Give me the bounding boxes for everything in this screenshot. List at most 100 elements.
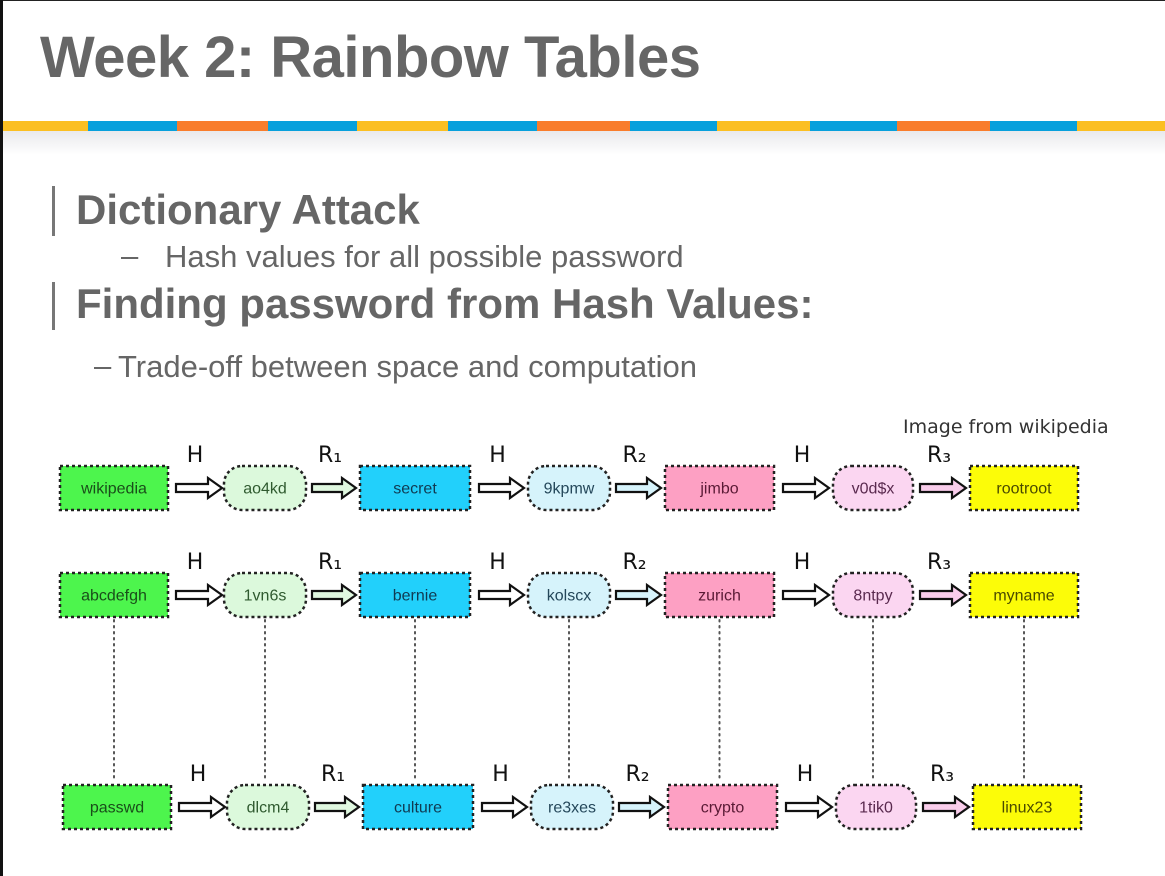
hash-value-label: 9kpmw	[544, 481, 595, 498]
transform-arrow-icon	[310, 475, 358, 501]
chain-row: wikipedia ao4kd secret 9kpmw jimbo v0d$x rootr…	[58, 443, 1080, 512]
password-label: wikipedia	[80, 481, 147, 498]
hash-function-label: H	[187, 443, 204, 468]
transform-arrow-icon	[617, 794, 666, 820]
reduction-function-label: R₁	[318, 550, 342, 575]
password-label: myname	[993, 588, 1054, 605]
stripe-shadow	[3, 131, 1165, 155]
reduction-function-label: R₃	[927, 443, 951, 468]
transform-arrow-icon	[313, 794, 361, 820]
password-node	[968, 464, 1080, 512]
hash-function-label: H	[797, 762, 814, 787]
hash-value-label: 8ntpy	[853, 588, 892, 605]
bullet-marker	[52, 186, 55, 236]
stripe-segment	[630, 121, 717, 131]
sub-bullet-hash-values: Hash values for all possible password	[165, 239, 684, 274]
stripe-segment	[717, 121, 810, 131]
password-node	[971, 783, 1083, 831]
password-label: abcdefgh	[81, 588, 147, 605]
hash-node	[225, 783, 311, 831]
bullet-finding-password: Finding password from Hash Values:	[76, 280, 814, 327]
hash-node	[222, 464, 308, 512]
password-node	[58, 464, 170, 512]
transform-arrow-icon	[784, 794, 834, 820]
sub-bullet-trade-off: Trade-off between space and computation	[118, 349, 698, 384]
password-node	[358, 571, 472, 619]
title-color-stripe	[3, 121, 1165, 131]
password-node	[61, 783, 173, 831]
password-label: bernie	[393, 588, 438, 605]
hash-value-label: v0d$x	[852, 481, 895, 498]
bullet-dictionary-attack: Dictionary Attack	[76, 186, 420, 233]
stripe-segment	[897, 121, 990, 131]
hash-node	[222, 571, 308, 619]
sub-bullet-dash: –	[94, 348, 112, 383]
hash-node	[529, 783, 615, 831]
password-node	[666, 783, 779, 831]
hash-function-label: H	[190, 762, 207, 787]
window-left-border	[0, 0, 3, 876]
transform-arrow-icon	[781, 475, 831, 501]
password-label: secret	[393, 481, 437, 498]
hash-function-label: H	[187, 550, 204, 575]
password-node	[663, 571, 776, 619]
password-node	[358, 464, 472, 512]
bullet-marker	[52, 282, 55, 330]
password-label: linux23	[1002, 800, 1053, 817]
stripe-segment	[1077, 121, 1165, 131]
stripe-segment	[990, 121, 1077, 131]
reduction-function-label: R₂	[625, 762, 649, 787]
hash-value-label: 1tik0	[859, 800, 893, 817]
hash-value-label: kolscx	[547, 588, 591, 605]
transform-arrow-icon	[480, 794, 529, 820]
transform-arrow-icon	[477, 475, 526, 501]
hash-node	[526, 464, 612, 512]
transform-arrow-icon	[921, 794, 971, 820]
transform-arrow-icon	[781, 582, 831, 608]
hash-value-label: ao4kd	[243, 481, 287, 498]
hash-function-label: H	[489, 550, 506, 575]
transform-arrow-icon	[177, 794, 227, 820]
hash-function-label: H	[794, 443, 811, 468]
stripe-segment	[810, 121, 897, 131]
stripe-segment	[448, 121, 537, 131]
stripe-segment	[88, 121, 177, 131]
window-top-border	[0, 0, 1165, 1]
transform-arrow-icon	[614, 475, 663, 501]
password-node	[361, 783, 475, 831]
stripe-segment	[3, 121, 88, 131]
password-label: passwd	[90, 800, 144, 817]
stripe-segment	[537, 121, 630, 131]
transform-arrow-icon	[614, 582, 663, 608]
reduction-function-label: R₃	[927, 550, 951, 575]
hash-function-label: H	[794, 550, 811, 575]
stripe-segment	[357, 121, 448, 131]
hash-value-label: dlcm4	[247, 800, 290, 817]
password-label: zurich	[698, 588, 741, 605]
password-label: rootroot	[996, 481, 1052, 498]
transform-arrow-icon	[310, 582, 358, 608]
reduction-function-label: R₂	[622, 550, 646, 575]
hash-node	[526, 571, 612, 619]
transform-arrow-icon	[918, 582, 968, 608]
reduction-function-label: R₂	[622, 443, 646, 468]
hash-node	[831, 571, 915, 619]
hash-function-label: H	[489, 443, 506, 468]
transform-arrow-icon	[477, 582, 526, 608]
reduction-function-label: R₁	[318, 443, 342, 468]
transform-arrow-icon	[174, 475, 224, 501]
reduction-function-label: R₁	[321, 762, 345, 787]
transform-arrow-icon	[918, 475, 968, 501]
password-node	[968, 571, 1080, 619]
password-label: jimbo	[699, 481, 738, 498]
transform-arrow-icon	[174, 582, 224, 608]
hash-value-label: re3xes	[548, 800, 596, 817]
reduction-function-label: R₃	[930, 762, 954, 787]
hash-node	[834, 783, 918, 831]
password-node	[58, 571, 170, 619]
password-label: crypto	[701, 800, 745, 817]
hash-node	[831, 464, 915, 512]
image-caption: Image from wikipedia	[903, 416, 1109, 438]
